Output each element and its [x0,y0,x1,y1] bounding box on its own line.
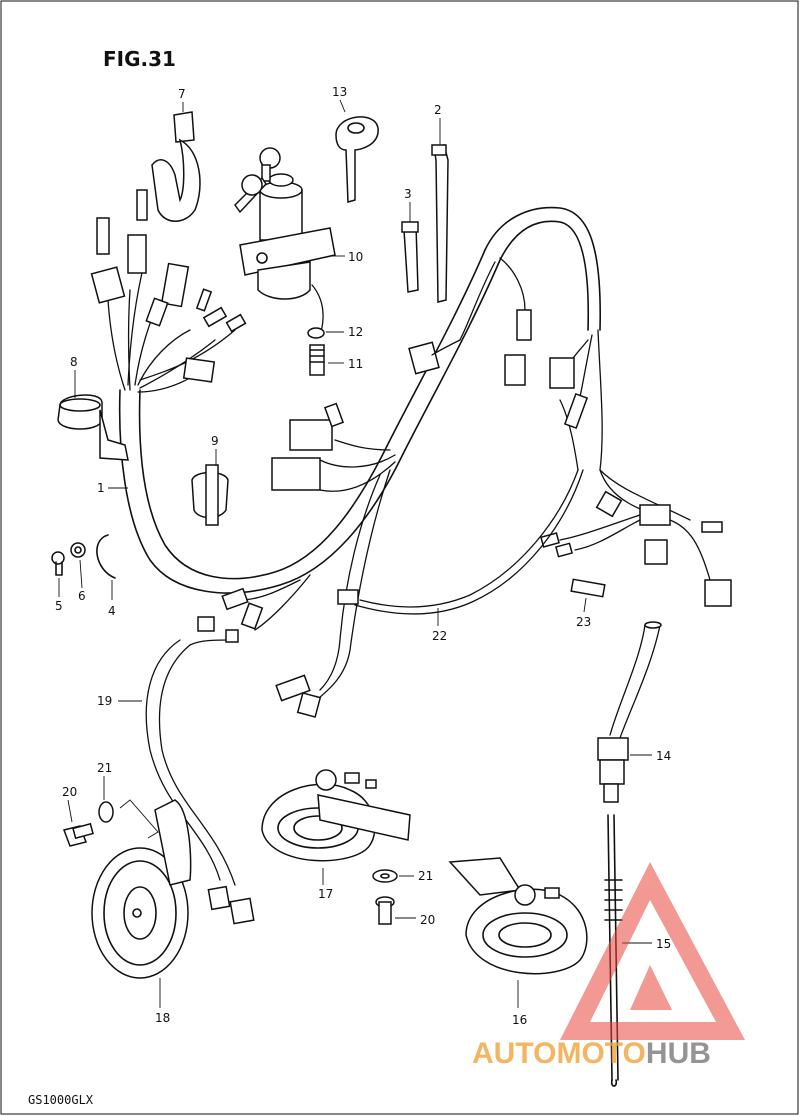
washer-6 [70,542,86,558]
horn-18 [91,799,192,979]
watermark-brand-part1: AUTOMOTO [472,1037,646,1070]
washer-12 [307,327,325,339]
watermark-logo [560,862,745,1040]
harness-clamp-upper [151,111,201,222]
horn-lead-19 [145,616,255,925]
harness-clamp-left [57,394,129,461]
callout-20-center: 20 [420,913,435,927]
strap-short [401,221,419,293]
callout-15: 15 [656,937,671,951]
bolt-20-center [375,896,395,925]
callout-10: 10 [348,250,363,264]
callout-17: 17 [318,887,333,901]
callout-14: 14 [656,749,671,763]
callout-16: 16 [512,1013,527,1027]
bolt-11 [309,344,325,376]
callout-6: 6 [78,589,86,603]
callout-18: 18 [155,1011,170,1025]
bolt-5 [51,551,65,576]
callout-3: 3 [404,187,412,201]
callout-12: 12 [348,325,363,339]
callout-19: 19 [97,694,112,708]
model-code: GS1000GLX [28,1093,94,1107]
key-blank [335,116,379,203]
callout-5: 5 [55,599,63,613]
watermark-text: AUTOMOTOHUB [472,1037,711,1070]
callout-4: 4 [108,604,116,618]
harness-clamp-center [191,464,229,526]
callout-2: 2 [434,103,442,117]
bolt-20-left [63,822,94,847]
clip-ring-4 [96,534,116,579]
callout-13: 13 [332,85,347,99]
svg-text:AUTOMOTOHUB: AUTOMOTOHUB [472,1037,711,1070]
callout-8: 8 [70,355,78,369]
figure-title: FIG.31 [103,47,176,71]
callout-23: 23 [576,615,591,629]
watermark-brand-part2: HUB [646,1037,711,1070]
horn-16 [448,857,588,975]
callout-1: 1 [97,481,105,495]
main-wiring-harness [90,189,732,718]
callout-labels: 1 2 3 4 5 6 7 8 9 10 11 12 13 [55,85,671,1027]
wire-lead-22 [337,469,584,615]
stop-switch-14 [597,621,662,803]
horn-17 [261,769,411,862]
callout-9: 9 [211,434,219,448]
washer-21-left [98,801,114,823]
ignition-switch [234,147,336,336]
strap-long [431,144,449,303]
watermark-triangle-icon [560,862,745,1040]
callout-22: 22 [432,629,447,643]
callout-11: 11 [348,357,363,371]
callout-21-center: 21 [418,869,433,883]
fuse-23 [570,578,606,598]
callout-20-left: 20 [62,785,77,799]
callout-7: 7 [178,87,186,101]
washer-21-center [372,869,398,883]
callout-21-left: 21 [97,761,112,775]
